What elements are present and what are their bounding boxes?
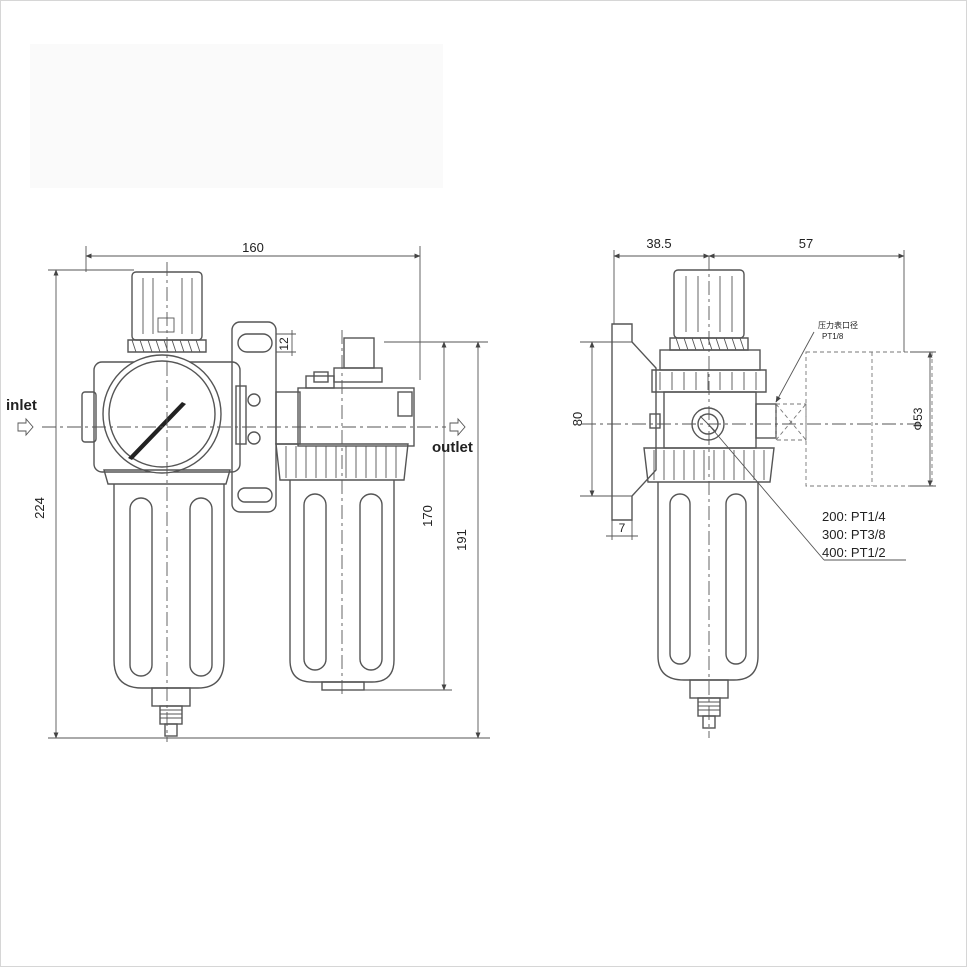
side-mounting-plate <box>611 323 657 521</box>
inlet-arrow-icon <box>17 417 34 437</box>
dim-side-38-5: 38.5 <box>646 236 671 251</box>
dim-height-224: 224 <box>32 497 47 519</box>
dim-gauge-diameter: Φ53 <box>911 407 925 430</box>
blank-header-panel <box>30 44 443 188</box>
dim-height-191: 191 <box>454 529 469 551</box>
dim-slot-12: 12 <box>277 337 291 351</box>
side-bowl <box>643 447 775 729</box>
pressure-gauge <box>102 354 222 474</box>
gauge-port-note-cn: 压力表口径 <box>818 320 858 330</box>
dim-height-170: 170 <box>420 505 435 527</box>
filter-bowl <box>103 469 231 737</box>
outlet-arrow-icon <box>449 417 466 437</box>
dim-side-57: 57 <box>799 236 813 251</box>
gauge-port-note-thread: PT1/8 <box>822 332 844 341</box>
port-size-200: 200: PT1/4 <box>822 509 886 524</box>
lubricator <box>275 337 415 691</box>
port-size-300: 300: PT3/8 <box>822 527 886 542</box>
dim-side-80: 80 <box>570 412 585 426</box>
label-outlet: outlet <box>432 439 473 456</box>
gauge-needle <box>128 402 186 460</box>
port-size-400: 400: PT1/2 <box>822 545 886 560</box>
side-body <box>649 349 777 449</box>
dim-width-160: 160 <box>242 240 264 255</box>
dim-side-7: 7 <box>619 521 626 535</box>
front-view: 160 224 12 170 191 inlet outlet <box>6 240 490 742</box>
side-view: 38.5 57 80 7 Φ53 压力表口径 PT1/8 200: PT1/4 … <box>570 236 936 738</box>
label-inlet: inlet <box>6 397 37 414</box>
side-gauge-outline <box>775 351 933 487</box>
